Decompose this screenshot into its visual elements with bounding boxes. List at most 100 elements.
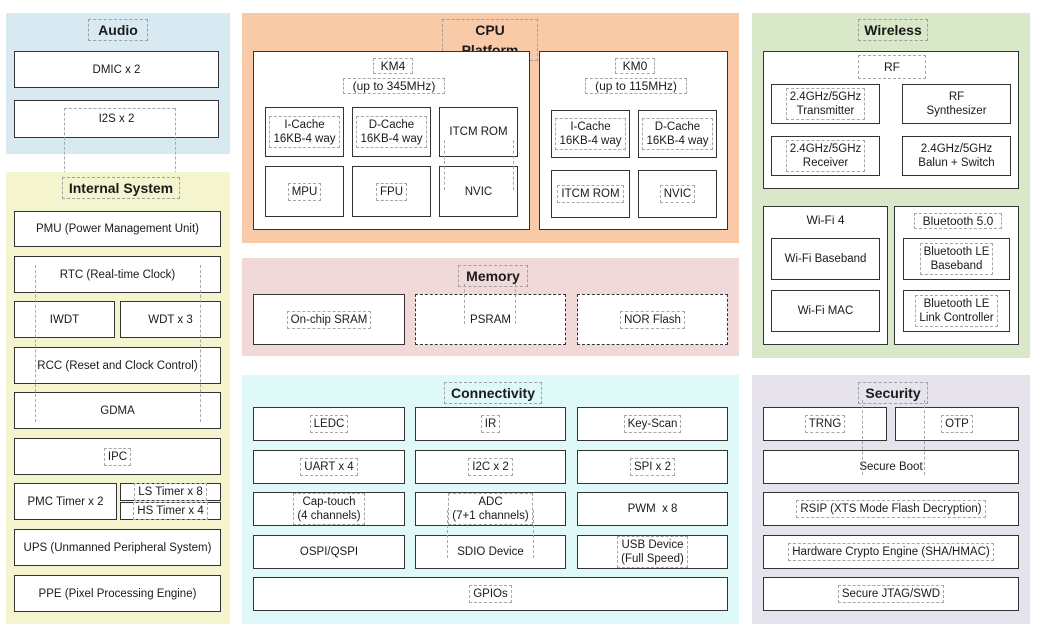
- km0-icache-label: I-Cache 16KB-4 way: [555, 118, 626, 150]
- spi-block: SPI x 2: [577, 450, 728, 484]
- wifi-title: Wi-Fi 4: [806, 213, 845, 227]
- ppe-block: PPE (Pixel Processing Engine): [14, 575, 221, 612]
- dmic-block: DMIC x 2: [14, 51, 219, 88]
- wdt-label: WDT x 3: [148, 313, 193, 326]
- ir-label: IR: [480, 415, 501, 433]
- jtag-block: Secure JTAG/SWD: [763, 577, 1019, 611]
- rsip-block: RSIP (XTS Mode Flash Decryption): [763, 492, 1019, 526]
- bt-link-controller-label: Bluetooth LE Link Controller: [915, 295, 998, 327]
- km4-dcache-label: D-Cache 16KB-4 way: [356, 116, 427, 148]
- uart-label: UART x 4: [300, 458, 358, 476]
- km4-itcm-block: ITCM ROM: [439, 107, 518, 157]
- iwdt-label: IWDT: [49, 313, 80, 326]
- jtag-label: Secure JTAG/SWD: [837, 585, 945, 603]
- km0-dcache-name: D-Cache: [654, 121, 701, 133]
- km4-nvic-block: NVIC: [439, 166, 518, 217]
- i2c-block: I2C x 2: [415, 450, 566, 484]
- rf-label: RF: [858, 55, 926, 79]
- sdio-label: SDIO Device: [457, 546, 524, 558]
- km0-frequency: (up to 115MHz): [585, 78, 687, 94]
- km4-dcache-name: D-Cache: [368, 119, 415, 131]
- receiver-band: 2.4GHz/5GHz: [789, 143, 862, 155]
- synthesizer-rf: RF: [948, 91, 965, 103]
- bt-baseband-le: Bluetooth LE: [923, 246, 990, 258]
- adc-label: ADC(7+1 channels): [448, 493, 533, 525]
- gpio-label: GPIOs: [469, 585, 512, 603]
- bt-baseband-name: Baseband: [930, 260, 983, 272]
- security-dashed-guide: [924, 400, 925, 475]
- km0-nvic-label: NVIC: [659, 185, 696, 203]
- rtc-block: RTC (Real-time Clock): [14, 256, 221, 293]
- synthesizer-block: RF Synthesizer: [902, 84, 1011, 124]
- pmc-timer-block: PMC Timer x 2: [14, 483, 117, 520]
- dmic-label: DMIC x 2: [92, 63, 141, 76]
- trng-label: TRNG: [804, 415, 846, 433]
- ospi-label: OSPI/QSPI: [299, 546, 359, 558]
- ppe-label: PPE (Pixel Processing Engine): [38, 587, 197, 600]
- pwm-label: PWM x 8: [627, 503, 678, 515]
- bt-baseband-label: Bluetooth LE Baseband: [919, 243, 994, 275]
- gdma-block: GDMA: [14, 392, 221, 429]
- i2s-label: I2S x 2: [98, 113, 135, 125]
- rsip-label: RSIP (XTS Mode Flash Decryption): [796, 500, 986, 518]
- security-title: Security: [858, 382, 928, 404]
- wdt-block: WDT x 3: [120, 301, 221, 338]
- pwm-block: PWM x 8: [577, 492, 728, 526]
- audio-title: Audio: [88, 19, 148, 41]
- bt-link-name: Link Controller: [919, 312, 994, 324]
- i2c-label: I2C x 2: [468, 458, 513, 476]
- connectivity-title: Connectivity: [444, 382, 542, 404]
- keyscan-label: Key-Scan: [623, 415, 682, 433]
- sdio-block: SDIO Device: [415, 535, 566, 569]
- captouch-block: Cap-touch(4 channels): [253, 492, 405, 526]
- bt-link-le: Bluetooth LE: [923, 298, 990, 310]
- km4-dcache-size: 16KB-4 way: [360, 133, 423, 145]
- usb-name: USB Device: [621, 539, 684, 551]
- otp-label: OTP: [941, 415, 973, 433]
- balun-name: Balun + Switch: [918, 157, 995, 169]
- synthesizer-name: Synthesizer: [926, 105, 987, 117]
- usb-speed: (Full Speed): [621, 553, 684, 565]
- ls-timer-label: LS Timer x 8: [134, 483, 207, 501]
- km4-dashed-guide: [513, 140, 514, 190]
- bt-link-controller-block: Bluetooth LE Link Controller: [903, 290, 1010, 332]
- sram-label: On-chip SRAM: [286, 310, 372, 329]
- usb-label: USB Device (Full Speed): [617, 536, 688, 568]
- secure-boot-block: Secure Boot: [763, 450, 1019, 484]
- internal-dashed-guide: [200, 265, 201, 422]
- audio-dashed-link: [64, 108, 65, 174]
- memory-dashed-guide: [464, 284, 465, 324]
- km0-name: KM0: [615, 58, 655, 74]
- ir-block: IR: [415, 407, 566, 441]
- audio-dashed-link: [64, 108, 175, 109]
- trng-block: TRNG: [763, 407, 887, 441]
- km0-icache-name: I-Cache: [570, 121, 611, 133]
- km4-frequency: (up to 345MHz): [343, 78, 445, 94]
- nor-flash-block: NOR Flash: [577, 294, 728, 345]
- memory-dashed-guide: [515, 284, 516, 324]
- security-dashed-guide: [862, 400, 863, 475]
- km4-nvic-label: NVIC: [464, 185, 493, 198]
- km0-itcm-label: ITCM ROM: [557, 185, 624, 203]
- synthesizer-label: RF Synthesizer: [926, 90, 986, 118]
- ups-label: UPS (Unmanned Peripheral System): [23, 541, 212, 554]
- ospi-block: OSPI/QSPI: [253, 535, 405, 569]
- wifi-mac-label: Wi-Fi MAC: [797, 305, 854, 317]
- wireless-title: Wireless: [858, 19, 928, 41]
- km0-icache-size: 16KB-4 way: [559, 135, 622, 147]
- wifi-baseband-label: Wi-Fi Baseband: [784, 253, 867, 265]
- km4-itcm-label: ITCM ROM: [449, 126, 508, 138]
- gpio-block: GPIOs: [253, 577, 728, 611]
- secure-boot-label: Secure Boot: [859, 461, 923, 473]
- hs-timer-label: HS Timer x 4: [133, 502, 208, 520]
- ipc-label: IPC: [103, 447, 132, 466]
- captouch-channels: (4 channels): [297, 510, 361, 522]
- pmu-label: PMU (Power Management Unit): [36, 223, 199, 235]
- rcc-label: RCC (Reset and Clock Control): [37, 359, 198, 372]
- km4-mpu-label: MPU: [287, 182, 322, 201]
- ups-block: UPS (Unmanned Peripheral System): [14, 529, 221, 566]
